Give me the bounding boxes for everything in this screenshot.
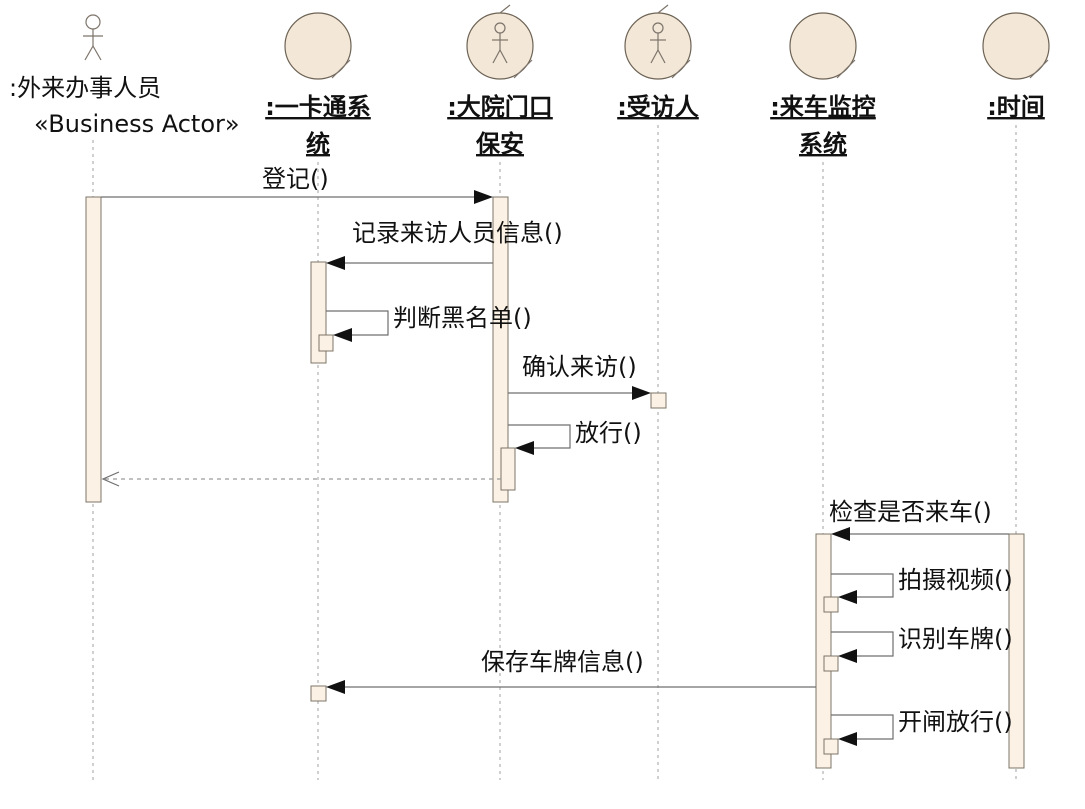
message-release-line [508, 424, 571, 449]
activation-guard-main [492, 196, 509, 503]
card-entity-icon [284, 12, 352, 80]
message-check-label: 检查是否来车() [829, 498, 992, 526]
participant-host-name: :受访人 [617, 93, 699, 121]
activation-guard-release [500, 447, 516, 491]
monitor-entity-icon [789, 12, 857, 80]
participant-outsider-stereotype: «Business Actor» [34, 110, 240, 138]
message-return-arrowhead [101, 471, 120, 487]
message-gate-line [831, 714, 894, 740]
message-release-arrowhead [515, 441, 534, 455]
message-plate-label: 识别车牌() [898, 625, 1013, 653]
message-gate-label: 开闸放行() [898, 708, 1013, 736]
activation-card-blacklist [318, 334, 334, 352]
message-blacklist-line [326, 310, 389, 336]
message-record-arrowhead [326, 256, 345, 270]
message-gate-arrowhead [838, 732, 857, 746]
activation-outsider [85, 196, 102, 503]
activation-monitor-video [823, 596, 839, 613]
message-confirm-label: 确认来访() [522, 353, 637, 381]
message-record-label: 记录来访人员信息() [352, 219, 563, 247]
message-video-label: 拍摄视频() [898, 566, 1013, 594]
message-confirm-arrowhead [632, 386, 651, 400]
activation-host-confirm [650, 392, 667, 409]
message-save-label: 保存车牌信息() [481, 648, 644, 676]
guard-entity-actor-icon [466, 4, 534, 80]
activation-time [1008, 533, 1025, 769]
message-plate-arrowhead [838, 649, 857, 663]
time-entity-icon [982, 12, 1050, 80]
outsider-actor-icon [83, 14, 103, 61]
activation-monitor-main [815, 533, 832, 769]
activation-card-save [310, 685, 327, 702]
message-blacklist-arrowhead [333, 328, 352, 342]
activation-monitor-plate [823, 655, 839, 672]
participant-card-name-line2: 统 [306, 130, 330, 158]
activation-monitor-gate [823, 738, 839, 755]
message-register-arrowhead [474, 190, 493, 204]
message-register-label: 登记() [262, 165, 329, 193]
message-video-line [831, 573, 894, 598]
message-plate-line [831, 631, 894, 657]
host-entity-actor-icon [624, 4, 692, 80]
participant-monitor-name-line1: :来车监控 [770, 93, 876, 121]
participant-guard-name-line1: :大院门口 [447, 93, 553, 121]
participant-monitor-name-line2: 系统 [799, 130, 847, 158]
message-check-arrowhead [831, 527, 850, 541]
message-save-arrowhead [326, 680, 345, 694]
message-release-label: 放行() [575, 419, 642, 447]
participant-guard-name-line2: 保安 [475, 130, 524, 158]
participant-outsider-name: :外来办事人员 [9, 74, 161, 102]
participant-card-name-line1: :一卡通系 [265, 93, 371, 121]
message-video-arrowhead [838, 590, 857, 604]
participant-time-name: :时间 [987, 93, 1045, 121]
message-blacklist-label: 判断黑名单() [393, 304, 532, 332]
